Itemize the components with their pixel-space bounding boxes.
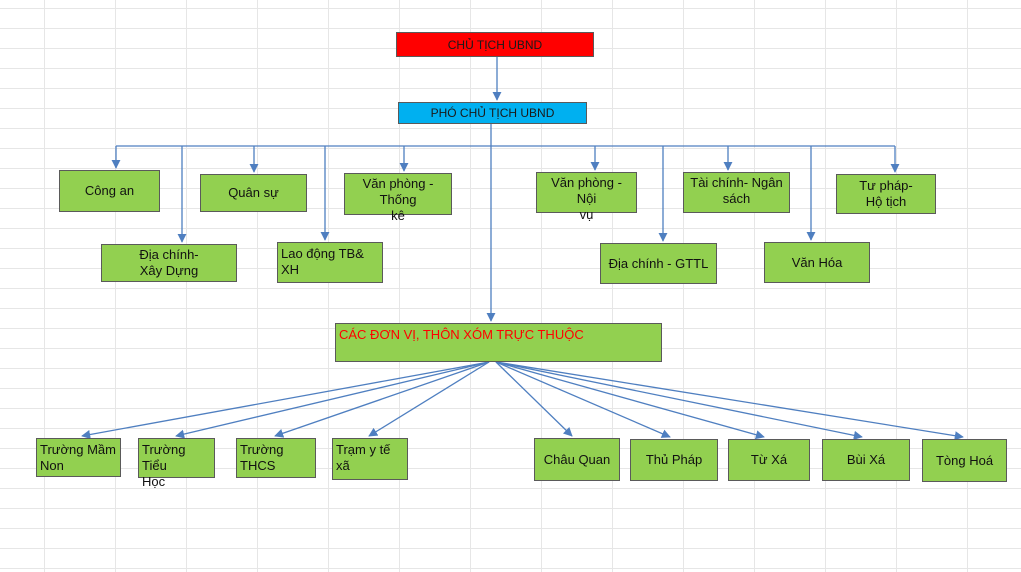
department-tu-phap-ho-tich: Tư pháp- Hộ tịch bbox=[836, 174, 936, 214]
unit-truong-thcs: Trường THCS bbox=[236, 438, 316, 478]
unit-bui-xa: Bùi Xá bbox=[822, 439, 910, 481]
units-header-box: CÁC ĐƠN VỊ, THÔN XÓM TRỰC THUỘC bbox=[335, 323, 662, 362]
unit-tong-hoa: Tòng Hoá bbox=[922, 439, 1007, 482]
department-van-phong-noi-vu: Văn phòng - Nội vụ bbox=[536, 172, 637, 222]
connector-thcs bbox=[274, 361, 490, 438]
connector-chau-quan bbox=[495, 361, 573, 437]
unit-chau-quan: Châu Quan bbox=[534, 438, 620, 481]
department-tai-chinh-ngan-sach: Tài chính- Ngân sách bbox=[683, 172, 790, 213]
unit-tram-y-te-xa: Trạm y tế xã bbox=[332, 438, 408, 480]
chairman-box: CHỦ TỊCH UBND bbox=[396, 32, 594, 57]
connector-tong-hoa bbox=[495, 361, 964, 441]
department-quan-su: Quân sự bbox=[200, 174, 307, 212]
connector-tu-xa bbox=[495, 361, 765, 440]
department-lao-dong: Lao động TB& XH bbox=[277, 242, 383, 283]
department-van-hoa: Văn Hóa bbox=[764, 242, 870, 283]
unit-truong-tieu-hoc: Trường Tiểu Học bbox=[138, 438, 215, 489]
connector-bui-xa bbox=[495, 361, 863, 440]
department-van-phong-thong-ke: Văn phòng - Thống kê bbox=[344, 173, 452, 223]
department-dia-chinh-xay-dung: Địa chính- Xây Dựng bbox=[101, 244, 237, 282]
unit-tu-xa: Từ Xá bbox=[728, 439, 810, 481]
vice-chairman-box: PHÓ CHỦ TỊCH UBND bbox=[398, 102, 587, 124]
connector-mam-non bbox=[81, 361, 490, 440]
connector-tram-y-te bbox=[368, 361, 490, 437]
unit-truong-mam-non: Trường Mầm Non bbox=[36, 438, 121, 477]
department-cong-an: Công an bbox=[59, 170, 160, 212]
unit-thu-phap: Thủ Pháp bbox=[630, 439, 718, 481]
connector-tieu-hoc bbox=[175, 361, 490, 439]
department-dia-chinh-gttl: Địa chính - GTTL bbox=[600, 243, 717, 284]
connector-thu-phap bbox=[495, 361, 671, 438]
